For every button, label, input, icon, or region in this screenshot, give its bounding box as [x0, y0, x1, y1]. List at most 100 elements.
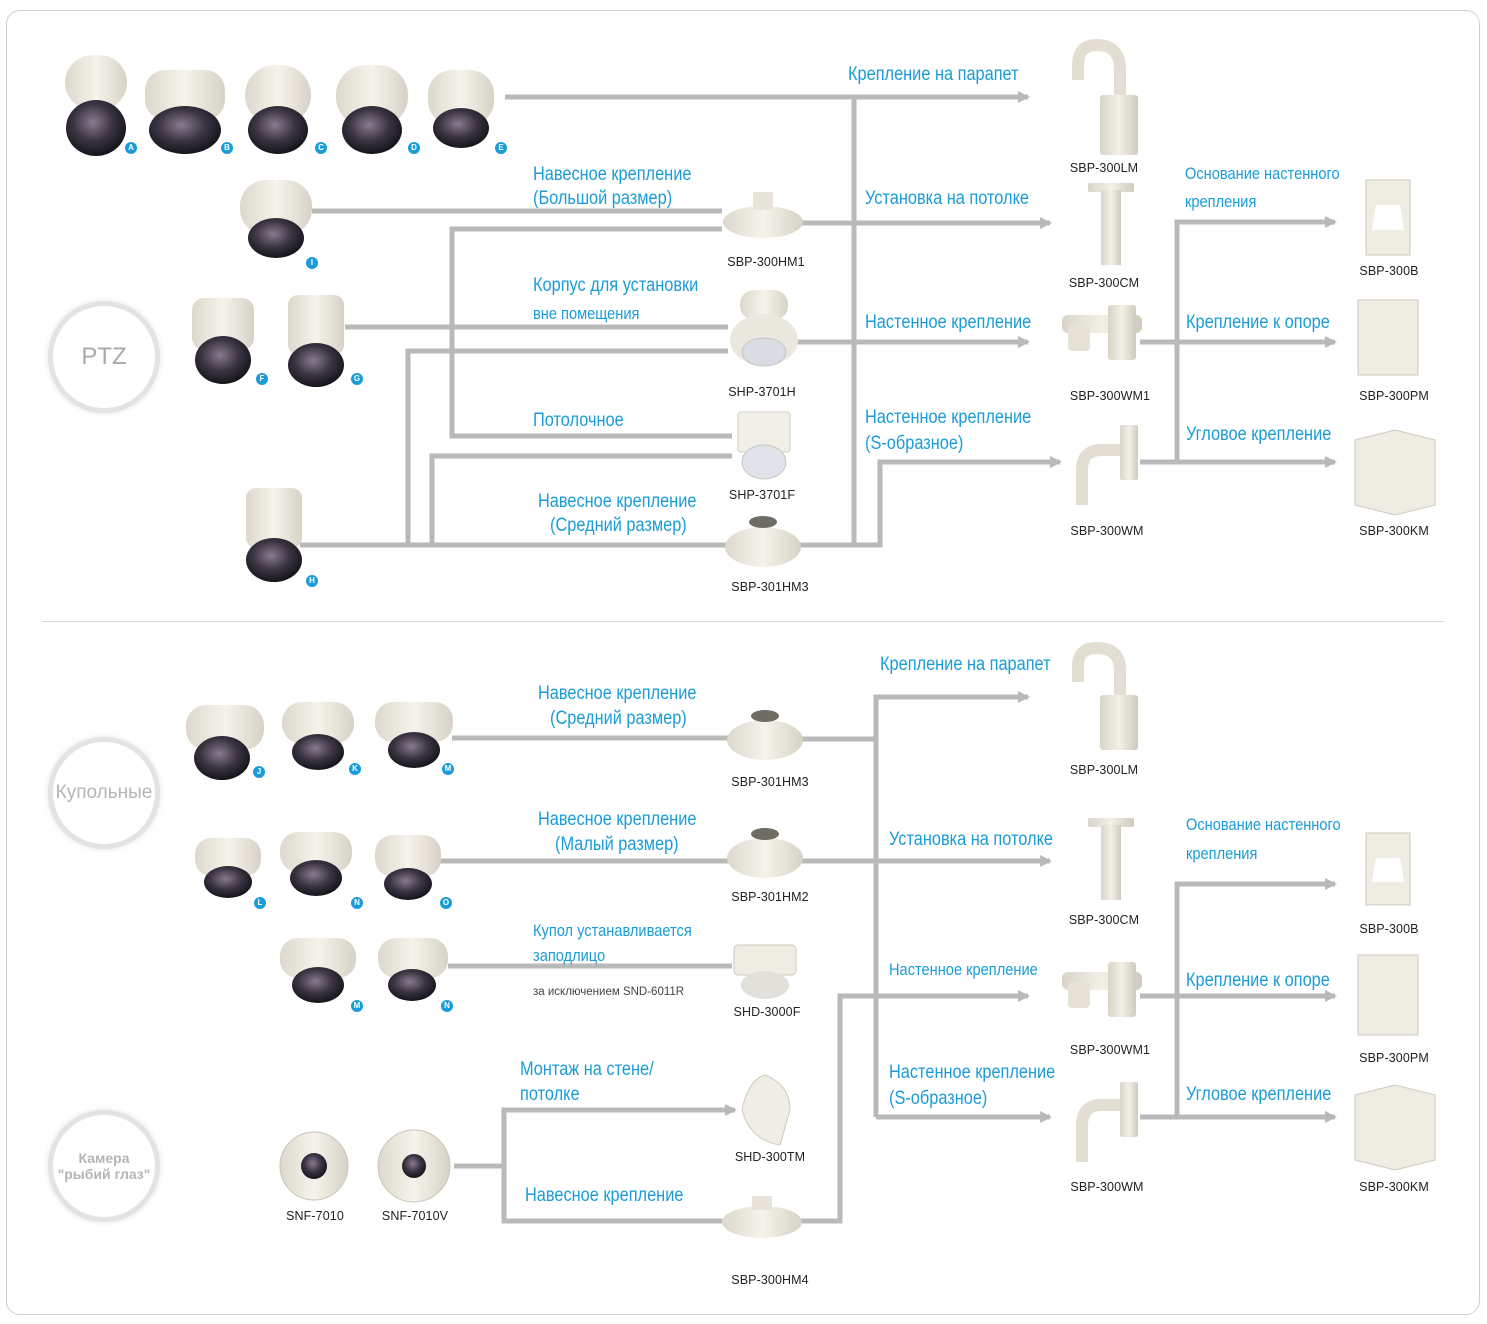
category-dome-label: Купольные [55, 782, 153, 803]
badge-d: D [408, 142, 420, 154]
top-label-hanging-medium-2: (Средний размер) [550, 515, 687, 536]
top-label-hanging-medium-1: Навесное крепление [538, 491, 697, 512]
category-ptz-label: PTZ [81, 343, 127, 370]
top-label-parapet: Крепление на парапет [848, 64, 1019, 85]
top-code-sbp-300lm: SBP-300LM [1069, 161, 1139, 175]
line-fisheye-hanging [501, 1166, 722, 1224]
b-sbp-300wm-illustration [1076, 1082, 1138, 1162]
bottom-code-sbp-300lm: SBP-300LM [1069, 763, 1139, 777]
bottom-label-hanging: Навесное крепление [525, 1185, 684, 1206]
bottom-label-corner: Угловое крепление [1186, 1084, 1332, 1105]
camera-c [245, 65, 311, 154]
badge-e: E [495, 142, 507, 154]
b-sbp-301hm3-illustration [727, 710, 803, 760]
top-label-corner: Угловое крепление [1186, 424, 1332, 445]
top-label-wall-s-2: (S-образное) [865, 433, 964, 454]
top-code-sbp-300cm: SBP-300CM [1068, 276, 1140, 290]
category-ptz: PTZ [48, 301, 160, 413]
camera-m1 [375, 702, 453, 768]
bottom-label-wall-base-2: крепления [1186, 844, 1258, 863]
bottom-label-wall-s-2: (S-образное) [889, 1088, 988, 1109]
top-label-ceiling: Потолочное [533, 410, 624, 431]
line-hm3-up [800, 456, 1062, 548]
bottom-label-wall-base-1: Основание настенного [1186, 815, 1341, 834]
line-h-branch-2 [429, 453, 732, 545]
line-fisheye-split [454, 1104, 737, 1169]
badge-g: G [351, 373, 363, 385]
bottom-code-snf-7010: SNF-7010 [286, 1209, 344, 1223]
top-label-outdoor-1: Корпус для установки [533, 275, 699, 296]
top-label-hanging-large-2: (Большой размер) [533, 188, 673, 209]
top-code-sbp-301hm3: SBP-301HM3 [731, 580, 809, 594]
badge-b: B [221, 142, 233, 154]
sbp-300pm-illustration [1357, 299, 1419, 376]
top-code-sbp-300hm1: SBP-300HM1 [727, 255, 805, 269]
camera-k [282, 702, 354, 770]
category-fisheye: Камера "рыбий глаз" [48, 1110, 160, 1222]
badge-n2: N [441, 1000, 453, 1012]
bottom-label-wall-ceiling-2: потолке [520, 1084, 580, 1105]
bottom-code-shd-300tm: SHD-300TM [734, 1150, 806, 1164]
bottom-code-sbp-300km: SBP-300KM [1359, 1180, 1429, 1194]
bottom-label-wall-ceiling-1: Монтаж на стене/ [520, 1059, 654, 1080]
section-divider [42, 621, 1444, 622]
badge-i: I [306, 257, 318, 269]
bottom-label-wall-s-1: Настенное крепление [889, 1062, 1056, 1083]
camera-snf-7010v [377, 1129, 451, 1203]
bottom-flush-note: за исключением SND-6011R [533, 986, 685, 998]
camera-m2 [280, 938, 356, 1003]
camera-j [186, 705, 264, 780]
sbp-300lm-illustration [1072, 38, 1138, 155]
bottom-label-hanging-small-2: (Малый размер) [555, 834, 679, 855]
badge-m1: M [442, 763, 454, 775]
camera-g [288, 295, 344, 387]
bottom-code-sbp-301hm2: SBP-301HM2 [731, 890, 809, 904]
bottom-label-pole-mount: Крепление к опоре [1186, 970, 1330, 991]
b-sbp-300wm1-illustration [1062, 962, 1142, 1017]
bottom-label-flush-2: заподлицо [533, 946, 606, 965]
bottom-code-sbp-300wm: SBP-300WM [1070, 1180, 1144, 1194]
line-hm4-to-trunk [800, 993, 876, 1224]
badge-h: H [306, 575, 318, 587]
top-code-sbp-300km: SBP-300KM [1359, 524, 1429, 538]
top-label-ceiling-mount: Установка на потолке [865, 188, 1029, 209]
bottom-code-snf-7010v: SNF-7010V [381, 1209, 449, 1223]
top-code-sbp-300wm1: SBP-300WM1 [1069, 389, 1151, 403]
line-h-branch [405, 348, 728, 545]
line-hm1-branch [449, 226, 732, 439]
bottom-label-wall-mount: Настенное крепление [889, 960, 1038, 979]
top-code-sbp-300b: SBP-300B [1359, 264, 1419, 278]
camera-n2 [378, 938, 448, 1001]
bottom-label-hanging-medium-1: Навесное крепление [538, 683, 697, 704]
bottom-code-sbp-300pm: SBP-300PM [1359, 1051, 1429, 1065]
badge-n1: N [351, 897, 363, 909]
bottom-label-hanging-medium-2: (Средний размер) [550, 708, 687, 729]
b-sbp-300b-illustration [1365, 832, 1411, 906]
top-code-sbp-300pm: SBP-300PM [1359, 389, 1429, 403]
b-sbp-300pm-illustration [1357, 954, 1419, 1036]
top-label-wall-base-2: крепления [1185, 192, 1257, 211]
sbp-300wm1-illustration [1062, 305, 1142, 360]
badge-j: J [253, 766, 265, 778]
b-sbp-300lm-illustration [1072, 641, 1138, 750]
category-dome: Купольные [48, 737, 160, 849]
top-label-pole-mount: Крепление к опоре [1186, 312, 1330, 333]
bottom-code-sbp-300wm1: SBP-300WM1 [1069, 1043, 1151, 1057]
b-sbp-301hm2-illustration [727, 828, 803, 878]
badge-f: F [256, 373, 268, 385]
line-dome-trunk-parapet [873, 691, 1030, 1117]
badge-o: O [440, 897, 452, 909]
sbp-300cm-illustration [1088, 183, 1134, 265]
camera-i [240, 180, 312, 258]
bottom-label-flush-1: Купол устанавливается [533, 921, 692, 940]
top-code-shp-3701f: SHP-3701F [728, 488, 796, 502]
bottom-code-sbp-300hm4: SBP-300HM4 [731, 1273, 809, 1287]
category-fisheye-line2: "рыбий глаз" [57, 1166, 151, 1182]
top-label-hanging-large-1: Навесное крепление [533, 164, 692, 185]
sbp-300wm-illustration [1076, 425, 1138, 505]
camera-b [145, 70, 225, 154]
top-label-wall-base-1: Основание настенного [1185, 164, 1340, 183]
badge-c: C [315, 142, 327, 154]
badge-m2: M [351, 1000, 363, 1012]
